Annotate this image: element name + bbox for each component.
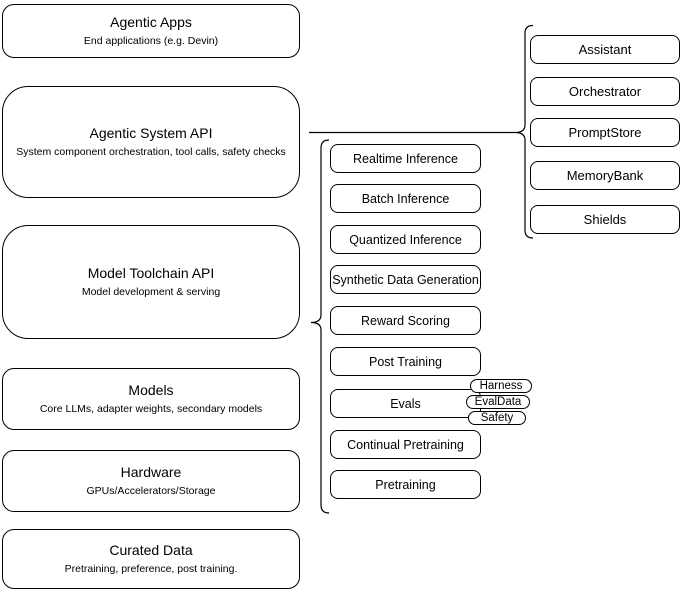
node-model-toolchain-api: Model Toolchain API Model development & … [2, 225, 300, 339]
node-agentic-system-api-title: Agentic System API [89, 125, 213, 141]
node-realtime-inference-label: Realtime Inference [353, 151, 458, 166]
tag-evaldata-label: EvalData [474, 396, 522, 408]
node-hardware-subtitle: GPUs/Accelerators/Storage [86, 485, 216, 497]
node-post-training: Post Training [330, 347, 481, 376]
node-synthetic-data-generation: Synthetic Data Generation [330, 265, 481, 294]
node-orchestrator-label: Orchestrator [568, 84, 642, 99]
node-orchestrator: Orchestrator [530, 77, 680, 106]
node-shields: Shields [530, 205, 680, 234]
node-agentic-apps-subtitle: End applications (e.g. Devin) [83, 35, 219, 47]
node-agentic-system-api: Agentic System API System component orch… [2, 86, 300, 198]
tag-safety-label: Safety [480, 412, 514, 424]
node-curated-data-title: Curated Data [109, 542, 193, 558]
node-reward-scoring-label: Reward Scoring [361, 313, 450, 328]
node-synthetic-data-generation-label: Synthetic Data Generation [332, 272, 479, 287]
node-curated-data-subtitle: Pretraining, preference, post training. [64, 563, 238, 575]
node-agentic-apps: Agentic Apps End applications (e.g. Devi… [2, 4, 300, 58]
node-realtime-inference: Realtime Inference [330, 144, 481, 173]
node-pretraining: Pretraining [330, 470, 481, 499]
tag-harness: Harness [470, 379, 532, 393]
node-batch-inference: Batch Inference [330, 184, 481, 213]
node-models-subtitle: Core LLMs, adapter weights, secondary mo… [39, 403, 263, 415]
tag-safety: Safety [468, 411, 526, 425]
node-quantized-inference-label: Quantized Inference [349, 232, 462, 247]
node-batch-inference-label: Batch Inference [361, 191, 450, 206]
node-memorybank-label: MemoryBank [566, 168, 644, 183]
node-agentic-system-api-subtitle: System component orchestration, tool cal… [16, 146, 286, 158]
node-continual-pretraining: Continual Pretraining [330, 430, 481, 459]
node-curated-data: Curated Data Pretraining, preference, po… [2, 529, 300, 589]
node-model-toolchain-api-title: Model Toolchain API [87, 265, 215, 281]
node-memorybank: MemoryBank [530, 161, 680, 190]
node-promptstore: PromptStore [530, 118, 680, 147]
node-models: Models Core LLMs, adapter weights, secon… [2, 368, 300, 430]
node-promptstore-label: PromptStore [568, 125, 642, 140]
node-agentic-apps-title: Agentic Apps [110, 14, 192, 30]
node-post-training-label: Post Training [369, 354, 442, 369]
node-shields-label: Shields [583, 212, 627, 227]
node-reward-scoring: Reward Scoring [330, 306, 481, 335]
node-quantized-inference: Quantized Inference [330, 225, 481, 254]
node-hardware: Hardware GPUs/Accelerators/Storage [2, 450, 300, 512]
curly-brace-toolchain [310, 139, 330, 514]
tag-harness-label: Harness [479, 380, 523, 392]
tag-evaldata: EvalData [466, 395, 530, 409]
node-assistant-label: Assistant [578, 42, 632, 57]
node-hardware-title: Hardware [120, 464, 182, 480]
node-models-title: Models [128, 382, 174, 398]
node-evals-label: Evals [390, 396, 421, 411]
node-continual-pretraining-label: Continual Pretraining [347, 437, 464, 452]
node-evals: Evals [330, 389, 481, 418]
node-assistant: Assistant [530, 35, 680, 64]
node-pretraining-label: Pretraining [375, 477, 436, 492]
node-model-toolchain-api-subtitle: Model development & serving [81, 286, 221, 298]
